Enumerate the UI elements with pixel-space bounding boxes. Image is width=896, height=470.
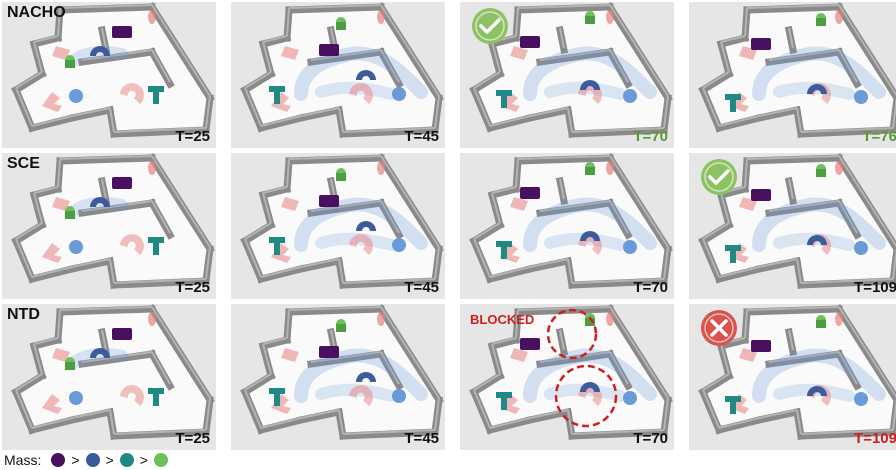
scene-panel: T=76 <box>689 2 896 148</box>
success-check-icon <box>699 157 739 202</box>
mass-swatch <box>153 453 168 467</box>
scene-panel: BLOCKED T=70 <box>460 304 674 450</box>
scene-render <box>698 2 896 139</box>
success-check-icon <box>470 6 510 51</box>
timestep-label: T=109 <box>854 430 896 447</box>
scene-render <box>11 2 215 139</box>
scene-panel: T=45 <box>231 153 445 299</box>
timestep-label: T=76 <box>862 128 896 145</box>
scene-panel: NTD T=25 <box>2 304 216 450</box>
timestep-label: T=70 <box>633 430 668 447</box>
method-label: NACHO <box>7 4 66 21</box>
scene-render <box>469 304 673 441</box>
scene-render <box>240 304 444 441</box>
scene-panel: T=70 <box>460 153 674 299</box>
scene-render <box>240 153 444 290</box>
timestep-label: T=109 <box>854 279 896 296</box>
greater-than-sign: > <box>139 452 148 468</box>
scene-render <box>11 304 215 441</box>
scene-render <box>240 2 444 139</box>
scene-render <box>469 153 673 290</box>
scene-panel: T=45 <box>231 304 445 450</box>
scene-panel: SCE T=25 <box>2 153 216 299</box>
timestep-label: T=45 <box>404 128 439 145</box>
failure-x-icon <box>699 308 739 353</box>
timestep-label: T=25 <box>175 430 210 447</box>
blocked-label: BLOCKED <box>470 312 535 327</box>
scene-panel: T=109 <box>689 153 896 299</box>
timestep-label: T=70 <box>633 279 668 296</box>
mass-legend: Mass: > > > <box>4 450 172 470</box>
mass-swatch <box>85 453 100 467</box>
scene-render <box>698 153 896 290</box>
timestep-label: T=25 <box>175 279 210 296</box>
scene-panel: T=45 <box>231 2 445 148</box>
greater-than-sign: > <box>71 452 80 468</box>
mass-swatch <box>51 453 66 467</box>
scene-render <box>11 153 215 290</box>
timestep-label: T=70 <box>633 128 668 145</box>
timestep-label: T=25 <box>175 128 210 145</box>
method-label: SCE <box>7 155 40 172</box>
method-label: NTD <box>7 306 40 323</box>
scene-render <box>469 2 673 139</box>
legend-items: > > > <box>47 452 172 468</box>
timestep-label: T=45 <box>404 430 439 447</box>
scene-render <box>698 304 896 441</box>
mass-swatch <box>119 453 134 467</box>
legend-label: Mass: <box>4 452 42 468</box>
scene-panel: T=70 <box>460 2 674 148</box>
scene-panel: T=109 <box>689 304 896 450</box>
timestep-label: T=45 <box>404 279 439 296</box>
greater-than-sign: > <box>105 452 114 468</box>
scene-panel: NACHO T=25 <box>2 2 216 148</box>
